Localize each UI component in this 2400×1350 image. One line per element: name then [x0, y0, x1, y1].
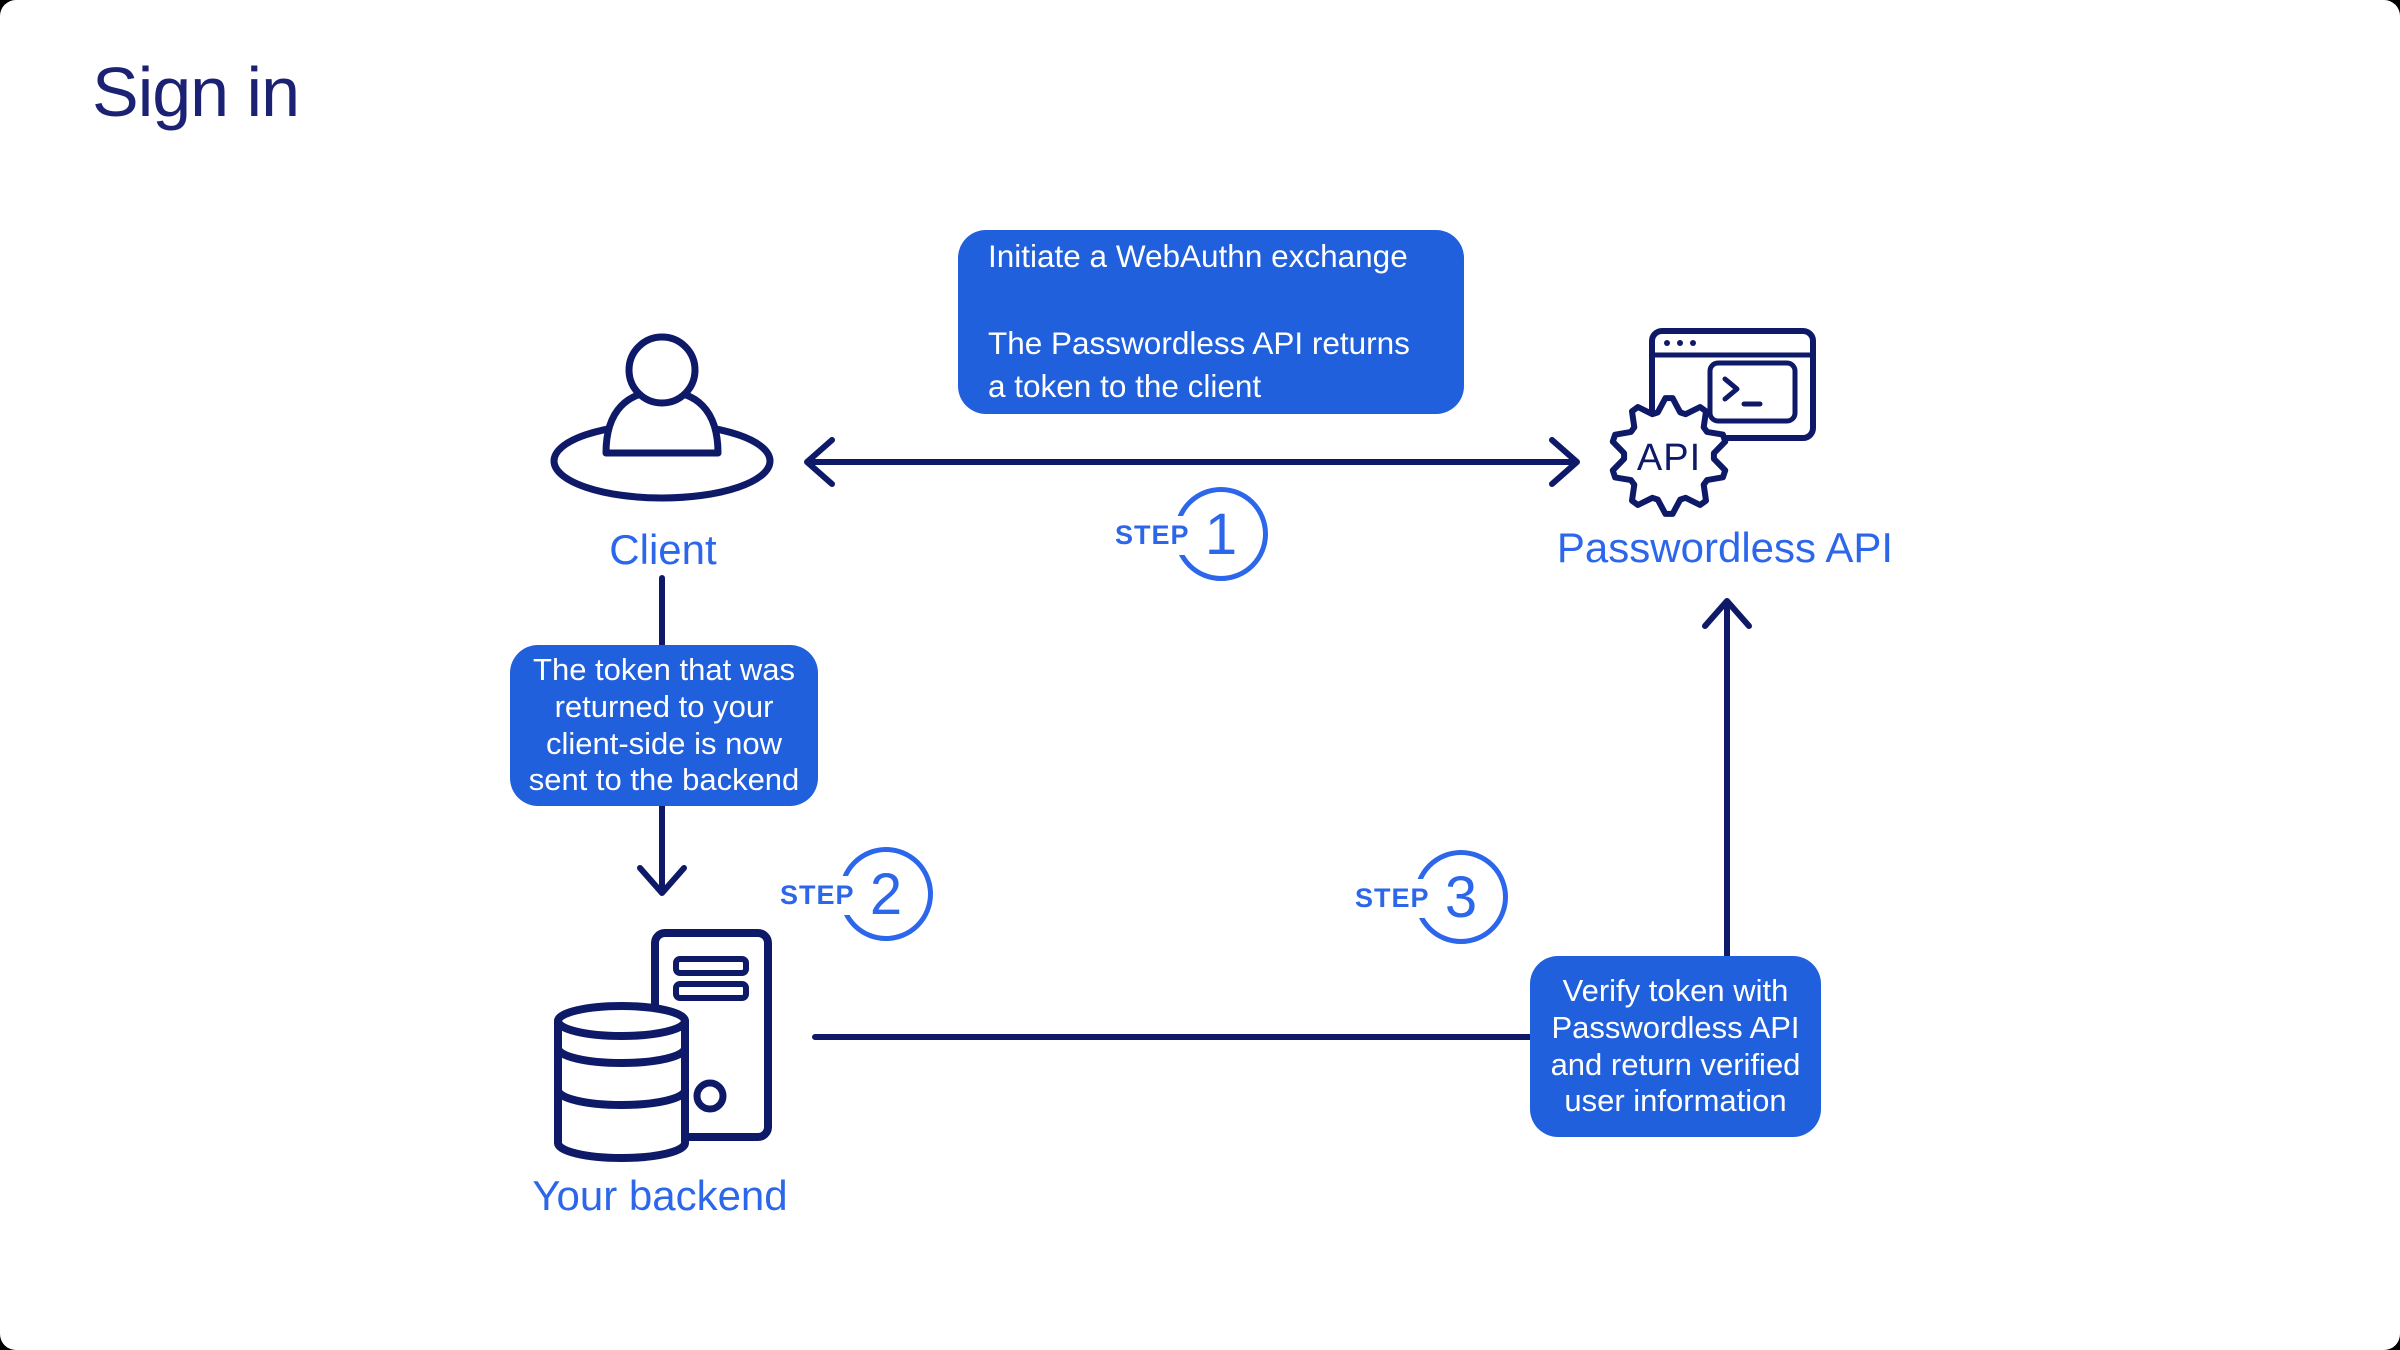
server-database-icon: [554, 929, 772, 1162]
client-label: Client: [609, 526, 717, 573]
user-in-ellipse-icon: [550, 333, 774, 502]
database-body: [554, 1017, 689, 1162]
step3-badge-word: STEP: [1348, 879, 1437, 918]
page-title: Sign in: [92, 53, 300, 131]
arrow-up-chevron: [1702, 598, 1752, 629]
database-tier-line-2: [554, 1086, 689, 1109]
step1-badge-word: STEP: [1108, 516, 1197, 555]
backend-label: Your backend: [532, 1172, 788, 1219]
step1-tooltip: Initiate a WebAuthn exchange The Passwor…: [958, 230, 1464, 414]
server-slot-1: [673, 956, 749, 976]
browser-terminal-gear-icon: API: [1609, 328, 1816, 517]
terminal-prompt-chevron: [1722, 376, 1740, 402]
step3-tooltip: Verify token with Passwordless API and r…: [1530, 956, 1821, 1137]
arrow-right-chevron: [1549, 437, 1580, 487]
step2-badge-word: STEP: [773, 876, 862, 915]
terminal-icon: [1707, 360, 1798, 424]
step1-arrow: [804, 437, 1580, 487]
arrow-down-chevron: [637, 865, 687, 896]
step2-tooltip: The token that was returned to your clie…: [510, 645, 818, 806]
database-tier-line-1: [554, 1044, 689, 1067]
browser-dots-icon: [1664, 340, 1696, 346]
database-top: [554, 1002, 689, 1040]
passwordless-api-label: Passwordless API: [1556, 524, 1894, 571]
server-slot-2: [673, 981, 749, 1001]
gear-icon: [1609, 395, 1729, 517]
user-head: [625, 333, 699, 407]
server-power-button: [693, 1079, 727, 1113]
arrow-left-chevron: [804, 437, 835, 487]
gear-api-text: API: [1637, 437, 1701, 479]
